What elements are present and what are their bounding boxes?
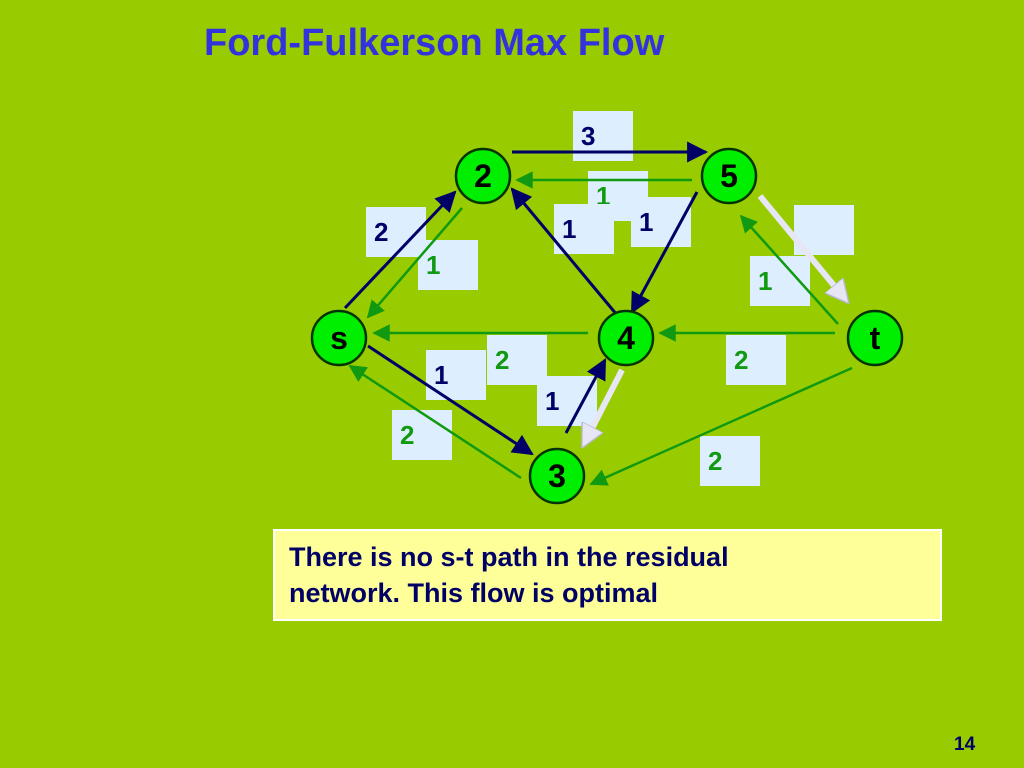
capacity-label-box xyxy=(700,436,760,486)
node-label: 5 xyxy=(720,158,738,194)
edge-residual-nt-to-n5 xyxy=(739,214,839,325)
capacity-label-text: 2 xyxy=(495,345,509,375)
node-circle xyxy=(846,309,904,367)
page-number: 14 xyxy=(954,734,976,755)
capacity-label-box xyxy=(537,376,597,426)
capacity-label-text: 3 xyxy=(581,121,595,151)
edge-forward-n4-to-n2 xyxy=(510,187,619,316)
capacity-label-box xyxy=(554,204,614,254)
capacity-label: 1 xyxy=(537,376,597,426)
node-s: s xyxy=(310,309,368,367)
slide-title: Ford-Fulkerson Max Flow xyxy=(204,22,665,64)
node-5: 5 xyxy=(700,147,758,205)
capacity-label: 2 xyxy=(366,207,426,257)
node-4: 4 xyxy=(597,309,655,367)
node-2: 2 xyxy=(454,147,512,205)
capacity-label-text: 1 xyxy=(562,214,576,244)
capacity-label: 1 xyxy=(426,350,486,400)
capacity-label-text: 2 xyxy=(374,217,388,247)
edge-forward-ns-to-n2 xyxy=(343,190,457,310)
note-line-1: There is no s-t path in the residual xyxy=(289,542,729,572)
note-line-2: network. This flow is optimal xyxy=(289,578,659,608)
capacity-label: 1 xyxy=(554,204,614,254)
capacity-label-text: 2 xyxy=(400,420,414,450)
capacity-label-text: 1 xyxy=(434,360,448,390)
node-t: t xyxy=(846,309,904,367)
capacity-label: 2 xyxy=(392,410,452,460)
capacity-label-text: 2 xyxy=(708,446,722,476)
edge-residual-n3-to-ns xyxy=(348,364,522,480)
node-circle xyxy=(454,147,512,205)
node-label: s xyxy=(330,320,348,356)
conclusion-note: There is no s-t path in the residual net… xyxy=(273,529,942,621)
node-circle xyxy=(528,447,586,505)
edge-residual-n2-to-ns xyxy=(366,207,463,319)
edge-forward-n5-to-n4 xyxy=(630,191,699,314)
capacity-label-text: 1 xyxy=(426,250,440,280)
capacity-label-text: 1 xyxy=(545,386,559,416)
capacity-label: 2 xyxy=(700,436,760,486)
capacity-label-text: 1 xyxy=(639,207,653,237)
node-circle xyxy=(597,309,655,367)
capacity-label: 2 xyxy=(726,335,786,385)
edge-residual-nt-to-n3 xyxy=(589,366,853,486)
capacity-label-text: 1 xyxy=(758,266,772,296)
node-label: 4 xyxy=(617,320,635,356)
edge-forward-ns-to-n3 xyxy=(367,344,534,456)
edge-forward-n3-to-n4 xyxy=(564,358,607,434)
node-3: 3 xyxy=(528,447,586,505)
capacity-label-box xyxy=(392,410,452,460)
node-label: t xyxy=(870,320,881,356)
node-circle xyxy=(310,309,368,367)
capacity-label-text: 1 xyxy=(596,181,610,211)
node-label: 2 xyxy=(474,158,492,194)
edge-augment-n5-to-nt xyxy=(757,194,846,300)
capacity-label-box xyxy=(726,335,786,385)
node-circle xyxy=(700,147,758,205)
edge-augment-n4-to-n3 xyxy=(584,368,625,444)
node-label: 3 xyxy=(548,458,566,494)
capacity-label-text: 2 xyxy=(734,345,748,375)
